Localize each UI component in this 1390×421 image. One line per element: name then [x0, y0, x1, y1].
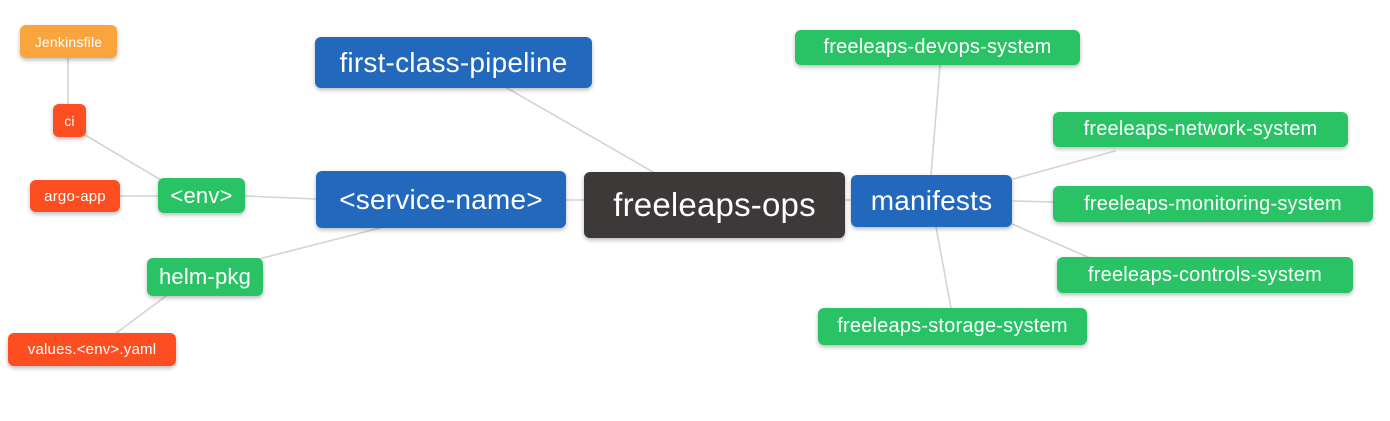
- node-freeleaps-monitoring-system[interactable]: freeleaps-monitoring-system: [1053, 186, 1373, 222]
- edge-ci-env: [84, 134, 162, 181]
- edge-manifests-freeleaps-controls-system: [1011, 223, 1091, 259]
- node-freeleaps-network-system[interactable]: freeleaps-network-system: [1053, 112, 1348, 147]
- edge-first-class-pipeline-freeleaps-ops: [506, 87, 654, 173]
- edge-helm-pkg-service-name: [254, 227, 381, 261]
- edge-manifests-freeleaps-storage-system: [935, 226, 952, 309]
- edge-helm-pkg-values-env-yaml: [114, 295, 167, 335]
- node-service-name[interactable]: <service-name>: [316, 171, 566, 228]
- node-freeleaps-ops[interactable]: freeleaps-ops: [584, 172, 845, 238]
- node-values-env-yaml[interactable]: values.<env>.yaml: [8, 333, 176, 366]
- node-helm-pkg[interactable]: helm-pkg: [147, 258, 263, 296]
- edge-freeleaps-devops-system-manifests: [930, 64, 941, 176]
- edge-manifests-freeleaps-network-system: [1012, 150, 1116, 180]
- edge-manifests-freeleaps-monitoring-system: [1012, 200, 1054, 203]
- node-freeleaps-devops-system[interactable]: freeleaps-devops-system: [795, 30, 1080, 65]
- node-freeleaps-controls-system[interactable]: freeleaps-controls-system: [1057, 257, 1353, 293]
- node-freeleaps-storage-system[interactable]: freeleaps-storage-system: [818, 308, 1087, 345]
- node-env[interactable]: <env>: [158, 178, 245, 213]
- node-manifests[interactable]: manifests: [851, 175, 1012, 227]
- node-argo-app[interactable]: argo-app: [30, 180, 120, 212]
- edge-env-service-name: [244, 195, 317, 200]
- node-first-class-pipeline[interactable]: first-class-pipeline: [315, 37, 592, 88]
- node-jenkinsfile[interactable]: Jenkinsfile: [20, 25, 117, 58]
- node-ci[interactable]: ci: [53, 104, 86, 137]
